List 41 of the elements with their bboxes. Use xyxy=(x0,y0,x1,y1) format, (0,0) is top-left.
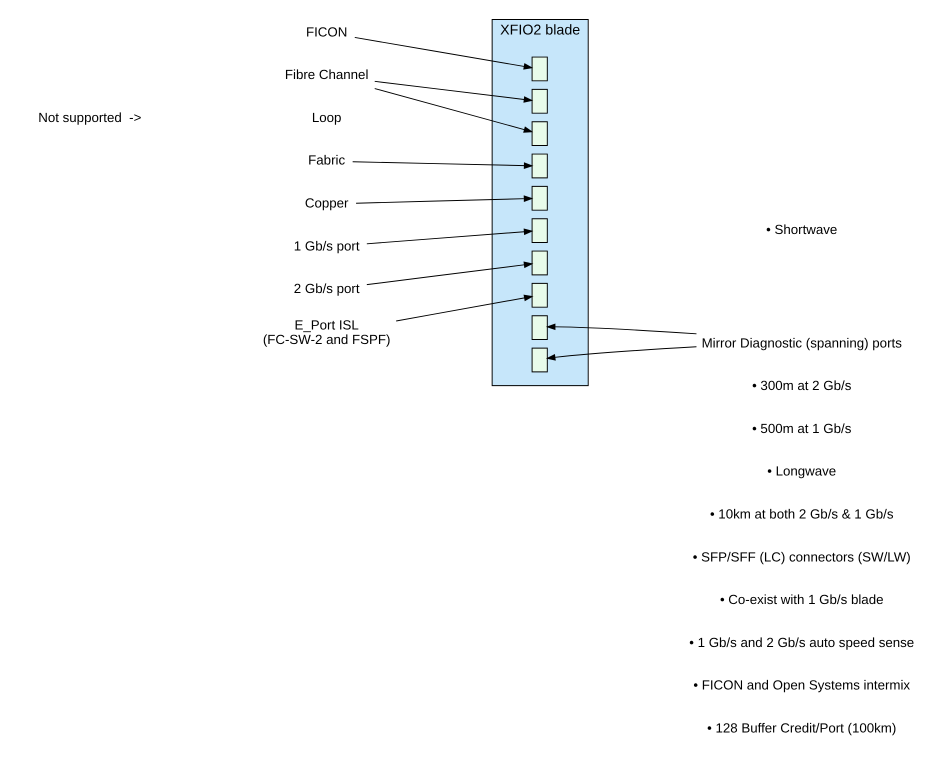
label: • 1 Gb/s and 2 Gb/s auto speed sense xyxy=(688,634,914,650)
label: • Shortwave xyxy=(766,222,837,238)
node-text: Copper xyxy=(304,196,348,211)
arrow xyxy=(366,262,533,286)
label: • FICON and Open Systems intermix xyxy=(692,678,910,693)
node-box xyxy=(531,315,548,340)
node-box xyxy=(531,348,548,372)
node-box xyxy=(531,154,548,178)
label: • Longwave xyxy=(766,464,836,479)
node-text: E_Port ISL (FC-SW-2 and FSPF) xyxy=(262,318,390,347)
arrow xyxy=(355,195,533,204)
label: Not supported -> xyxy=(38,110,141,125)
node-text: Fibre Channel xyxy=(284,67,368,82)
label: • Co-exist with 1 Gb/s blade xyxy=(719,592,884,608)
node-text: Loop xyxy=(311,110,341,125)
node-text: 2 Gb/s port xyxy=(293,281,360,296)
cluster: XFIO2 blade xyxy=(491,19,588,386)
node-text: Fabric xyxy=(308,152,345,168)
node-text: Mirror Diagnostic (spanning) ports xyxy=(701,335,902,350)
arrow xyxy=(352,161,533,169)
arrow xyxy=(545,323,696,334)
arrow xyxy=(354,36,533,70)
node-box xyxy=(531,186,548,211)
node-box xyxy=(531,121,548,146)
node-text: FICON xyxy=(305,24,347,40)
label: • 128 Buffer Credit/Port (100km) xyxy=(706,720,896,736)
label: • 10km at both 2 Gb/s & 1 Gb/s xyxy=(709,506,893,522)
node-text: 1 Gb/s port xyxy=(293,238,360,254)
label: • 500m at 1 Gb/s xyxy=(752,420,851,436)
node-box xyxy=(531,218,548,243)
node-box xyxy=(531,56,548,82)
label: • SFP/SFF (LC) connectors (SW/LW) xyxy=(692,549,910,564)
arrow xyxy=(374,80,533,103)
arrow xyxy=(366,228,533,244)
node-box xyxy=(531,250,548,276)
label: • 300m at 2 Gb/s xyxy=(752,378,851,394)
arrow xyxy=(545,346,696,361)
arrow xyxy=(395,294,533,322)
node-box xyxy=(531,282,548,308)
node-box xyxy=(531,88,548,114)
arrow xyxy=(374,88,533,133)
